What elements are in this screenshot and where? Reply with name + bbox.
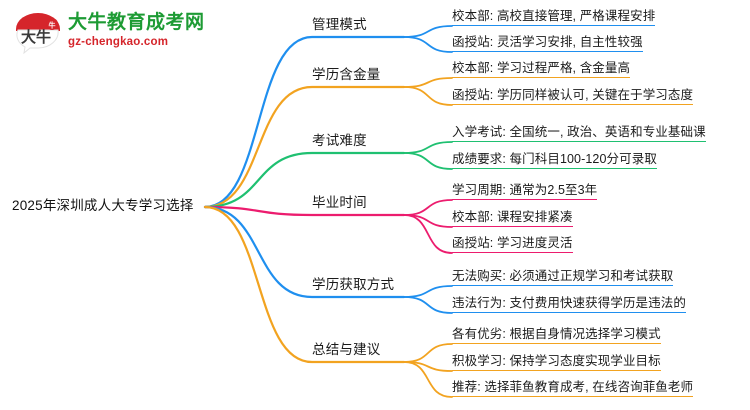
branch-node-2[interactable]: 学历含金量: [312, 67, 404, 85]
child-node-3-2[interactable]: 成绩要求: 每门科目100-120分可录取: [452, 152, 657, 170]
daniu-logo-icon: 大牛 牛: [16, 13, 60, 54]
child-node-2-2-label: 函授站: 学历同样被认可, 关键在于学习态度: [452, 88, 694, 102]
branch-node-4[interactable]: 毕业时间: [312, 195, 404, 213]
child-node-6-3-label: 推荐: 选择菲鱼教育成考, 在线咨询菲鱼老师: [452, 380, 694, 394]
branch-node-6[interactable]: 总结与建议: [312, 342, 404, 360]
branch-connector-4: [203, 205, 406, 217]
child-connector-1-1: [403, 25, 453, 38]
child-node-4-3-label: 函授站: 学习进度灵活: [452, 236, 573, 250]
child-connector-1-2: [403, 36, 453, 53]
child-connector-4-1: [403, 199, 453, 216]
child-connector-5-2: [403, 296, 453, 314]
child-connector-2-2: [403, 86, 453, 106]
branch-node-1-label: 管理模式: [312, 17, 367, 32]
child-node-3-1[interactable]: 入学考试: 全国统一, 政治、英语和专业基础课: [452, 125, 706, 143]
child-connector-3-1: [403, 141, 453, 154]
branch-node-5[interactable]: 学历获取方式: [312, 277, 404, 295]
child-node-3-1-label: 入学考试: 全国统一, 政治、英语和专业基础课: [452, 125, 706, 139]
child-node-1-1[interactable]: 校本部: 高校直接管理, 严格课程安排: [452, 9, 656, 27]
child-node-2-1-label: 校本部: 学习过程严格, 含金量高: [452, 61, 631, 75]
branch-node-5-label: 学历获取方式: [312, 277, 395, 292]
child-node-1-2[interactable]: 函授站: 灵活学习安排, 自主性较强: [452, 35, 643, 53]
site-logo[interactable]: 大牛 牛 大牛教育成考网 gz-chengkao.com: [12, 8, 212, 56]
child-node-2-1[interactable]: 校本部: 学习过程严格, 含金量高: [452, 61, 631, 79]
svg-text:大牛: 大牛: [21, 28, 51, 46]
logo-text-group: 大牛教育成考网 gz-chengkao.com: [68, 12, 205, 50]
fork-paths: [403, 25, 453, 398]
logo-subtitle-url: gz-chengkao.com: [68, 36, 169, 48]
branch-connector-3: [203, 151, 406, 209]
branch-connector-2: [203, 85, 406, 209]
svg-text:牛: 牛: [49, 21, 56, 30]
branch-connector-1: [203, 35, 406, 209]
child-node-2-2[interactable]: 函授站: 学历同样被认可, 关键在于学习态度: [452, 88, 694, 106]
child-node-4-1-label: 学习周期: 通常为2.5至3年: [452, 183, 598, 197]
branch-node-2-label: 学历含金量: [312, 67, 381, 82]
child-node-6-3[interactable]: 推荐: 选择菲鱼教育成考, 在线咨询菲鱼老师: [452, 380, 694, 398]
root-node[interactable]: 2025年深圳成人大专学习选择: [12, 198, 194, 216]
logo-title: 大牛教育成考网: [68, 12, 205, 33]
child-connector-6-3: [403, 361, 453, 398]
child-connector-5-1: [403, 285, 453, 298]
child-connector-2-1: [403, 77, 453, 88]
branch-node-3[interactable]: 考试难度: [312, 133, 404, 151]
branch-node-4-label: 毕业时间: [312, 195, 367, 210]
child-connector-6-1: [403, 343, 453, 363]
child-connector-3-2: [403, 152, 453, 170]
child-node-5-1-label: 无法购买: 必须通过正规学习和考试获取: [452, 269, 674, 283]
child-node-4-1[interactable]: 学习周期: 通常为2.5至3年: [452, 183, 598, 201]
branch-node-6-label: 总结与建议: [312, 342, 381, 357]
child-node-5-1[interactable]: 无法购买: 必须通过正规学习和考试获取: [452, 269, 674, 287]
branch-connector-5: [203, 205, 406, 299]
child-connector-4-3: [403, 214, 453, 254]
branch-node-3-label: 考试难度: [312, 133, 367, 148]
child-node-3-2-label: 成绩要求: 每门科目100-120分可录取: [452, 152, 657, 166]
child-node-4-3[interactable]: 函授站: 学习进度灵活: [452, 236, 573, 254]
child-node-6-2-label: 积极学习: 保持学习态度实现学业目标: [452, 354, 661, 368]
child-node-4-2[interactable]: 校本部: 课程安排紧凑: [452, 210, 573, 228]
child-node-1-2-label: 函授站: 灵活学习安排, 自主性较强: [452, 35, 643, 49]
child-node-6-1-label: 各有优劣: 根据自身情况选择学习模式: [452, 327, 661, 341]
root-node-label: 2025年深圳成人大专学习选择: [12, 198, 194, 213]
child-node-1-1-label: 校本部: 高校直接管理, 严格课程安排: [452, 9, 656, 23]
trunk-paths: [203, 35, 406, 364]
child-node-5-2[interactable]: 违法行为: 支付费用快速获得学历是违法的: [452, 296, 686, 314]
branch-node-1[interactable]: 管理模式: [312, 17, 404, 35]
branch-connector-6: [203, 205, 406, 364]
child-node-6-2[interactable]: 积极学习: 保持学习态度实现学业目标: [452, 354, 661, 372]
child-node-4-2-label: 校本部: 课程安排紧凑: [452, 210, 573, 224]
child-node-6-1[interactable]: 各有优劣: 根据自身情况选择学习模式: [452, 327, 661, 345]
child-node-5-2-label: 违法行为: 支付费用快速获得学历是违法的: [452, 296, 686, 310]
